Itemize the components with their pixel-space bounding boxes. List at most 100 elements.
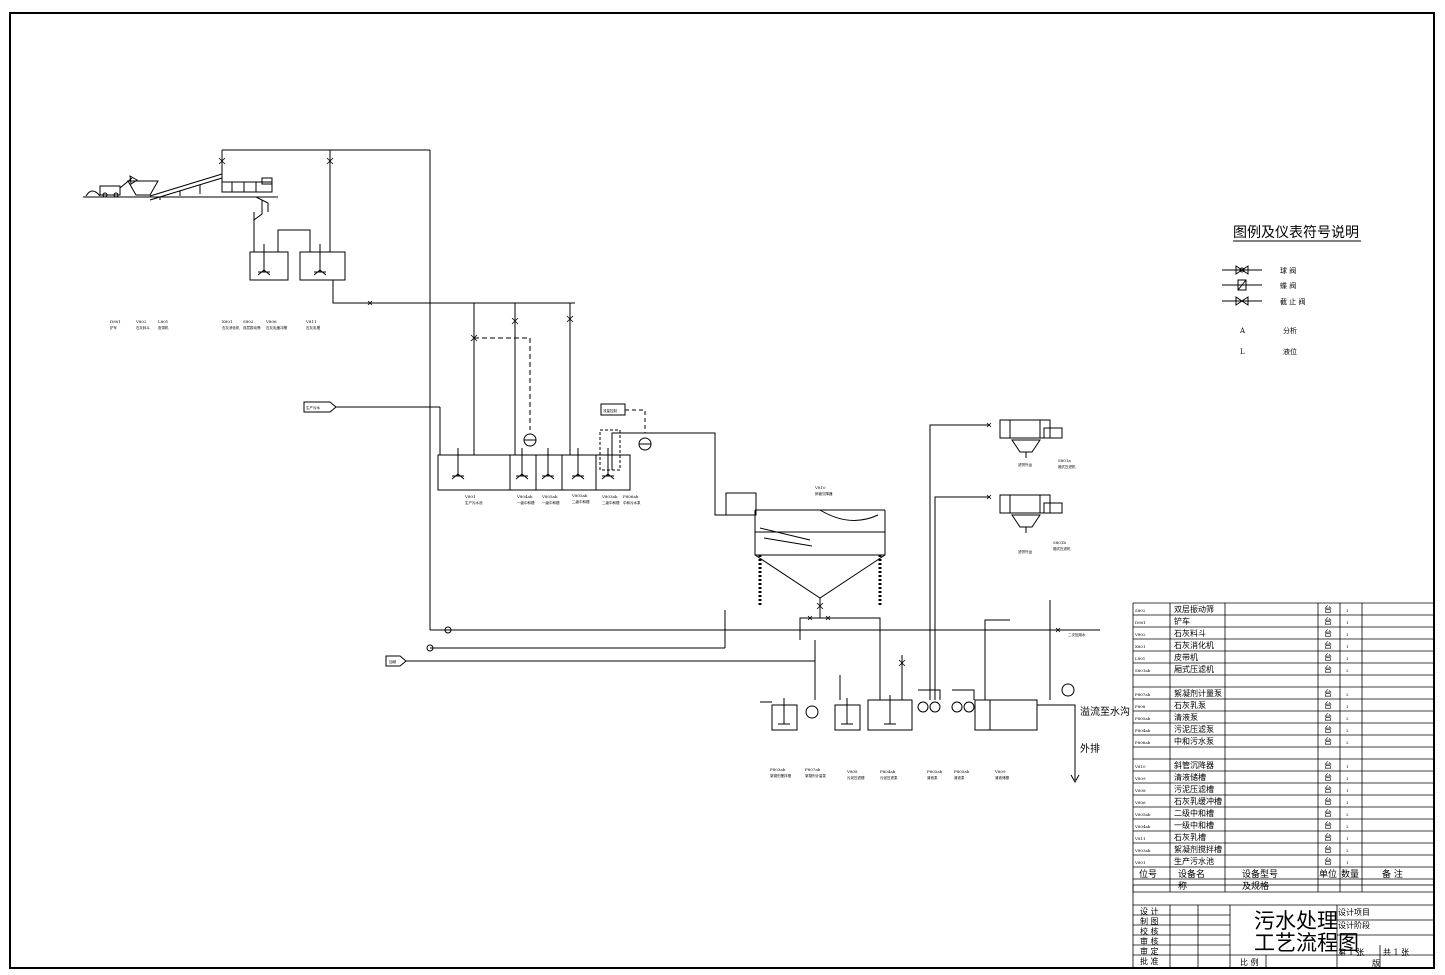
level-gauge	[1061, 683, 1075, 697]
legend-title: 图例及仪表符号说明	[1233, 225, 1359, 241]
table-row-qty: 2	[1346, 740, 1349, 745]
globe-valve-icon	[1222, 296, 1262, 306]
table-row-unit: 台	[1324, 628, 1332, 638]
tag-p805b-name: 清液泵	[954, 775, 965, 780]
tag-l801-name: 皮带机	[158, 325, 169, 330]
table-row-tag: P807ab	[1135, 692, 1151, 697]
table-row-qty: 1	[1346, 800, 1349, 805]
dosing-equipment	[760, 600, 1076, 780]
table-row-name: 絮凝剂计量泵	[1174, 688, 1222, 698]
table-row-qty: 1	[1346, 620, 1349, 625]
drawing-frame	[9, 12, 1435, 969]
sludge-out-2: 滤饼外运	[1018, 549, 1033, 554]
filter-press-1-icon	[999, 419, 1063, 458]
tag-v805b: V805ab	[571, 493, 588, 498]
table-row-tag: V806	[1134, 800, 1146, 805]
tag-l801: L801	[158, 319, 168, 324]
table-header-tag: 位号	[1139, 868, 1157, 880]
lime-milk-tank	[299, 251, 346, 281]
table-row-name: 皮带机	[1174, 652, 1198, 662]
table-row-qty: 2	[1346, 848, 1349, 853]
table-row-name: 双层振动筛	[1174, 604, 1214, 614]
tag-p806: P806ab	[623, 494, 639, 499]
pump-group-icons	[917, 689, 975, 713]
table-header-name: 设备名	[1178, 868, 1205, 880]
role-review: 审 核	[1140, 936, 1159, 946]
tag-v810-name: 斜管沉降器	[815, 491, 833, 496]
tag-v804-name: 一级中和槽	[517, 500, 535, 505]
tag-d801: D801	[110, 319, 121, 324]
legend-label-ball: 球 阀	[1280, 266, 1296, 275]
table-row-tag: D801	[1135, 620, 1146, 625]
table-row-unit: 台	[1324, 784, 1332, 794]
tag-v811: V811	[305, 319, 317, 324]
table-row-unit: 台	[1324, 796, 1332, 806]
tag-s802: S802	[243, 319, 254, 324]
belt-conveyor-icon	[149, 173, 223, 201]
tag-v803: V803ab	[601, 494, 618, 499]
table-row-qty: 2	[1346, 716, 1349, 721]
table-row-tag: X801	[1135, 644, 1145, 649]
vibrating-screen-icon	[253, 196, 269, 221]
agitator-icons	[451, 448, 615, 480]
stage-phase: 设计阶段	[1338, 920, 1370, 930]
table-row-qty: 1	[1346, 788, 1349, 793]
table-row-name: 石灰料斗	[1174, 628, 1206, 638]
table-row-name: 清液储槽	[1174, 772, 1206, 782]
sheet-number: 第 1 张	[1338, 947, 1364, 957]
drawing-title-line2: 工艺流程图	[1254, 931, 1359, 955]
table-row-qty: 2	[1346, 668, 1349, 673]
table-row-tag: V802	[1134, 632, 1146, 637]
legend-label-level: 液位	[1283, 347, 1297, 356]
table-row-name: 生产污水池	[1174, 856, 1214, 866]
table-row-qty: 1	[1346, 704, 1349, 709]
table-row-qty: 2	[1346, 692, 1349, 697]
role-ratify: 批 准	[1140, 956, 1159, 966]
tag-v801-name: 生产污水池	[465, 500, 483, 505]
tag-v805: V805ab	[541, 494, 558, 499]
table-header-name2: 称	[1178, 880, 1187, 892]
table-row-tag: V803ab	[1134, 848, 1151, 853]
table-row-unit: 台	[1324, 688, 1332, 698]
stage-project: 设计项目	[1338, 907, 1370, 917]
neutralization-tank-train	[437, 454, 631, 491]
table-row-tag: V804ab	[1134, 824, 1151, 829]
table-row-name: 石灰乳槽	[1174, 832, 1206, 842]
lime-preparation-unit	[83, 149, 575, 306]
tag-d801-name: 铲车	[110, 325, 117, 330]
drawing-title-line1: 污水处理	[1254, 909, 1338, 933]
table-row-tag: P805ab	[1135, 716, 1151, 721]
table-row-tag: P806ab	[1135, 740, 1151, 745]
tag-v809: V809	[994, 769, 1006, 774]
table-row-unit: 台	[1324, 808, 1332, 818]
legend-symbol-a: A	[1239, 327, 1246, 335]
legend-label-globe: 截 止 阀	[1280, 297, 1305, 306]
table-row-name: 石灰消化机	[1174, 640, 1214, 650]
table-row-name: 石灰乳泵	[1174, 700, 1206, 710]
table-header-remark: 备 注	[1382, 868, 1403, 880]
tag-v806-name: 石灰乳缓冲槽	[266, 325, 287, 330]
table-row-unit: 台	[1324, 856, 1332, 866]
filter-presses	[929, 419, 1063, 700]
tag-v805b-name: 二级中和槽	[572, 499, 590, 504]
tag-p803: P803ab	[770, 767, 786, 772]
table-row-name: 絮凝剂搅拌槽	[1174, 844, 1222, 854]
table-row-tag: V811	[1134, 836, 1146, 841]
tag-p805-name: 清液泵	[927, 775, 938, 780]
overflow-label: 溢流至水沟	[1080, 705, 1130, 718]
table-row-qty: 1	[1346, 608, 1349, 613]
table-row-tag: V808	[1134, 788, 1146, 793]
tag-p806-name: 中和污水泵	[623, 500, 641, 505]
table-row-qty: 1	[1346, 860, 1349, 865]
tag-v811-name: 石灰乳槽	[306, 325, 320, 330]
table-row-tag: S802	[1135, 608, 1146, 613]
table-row-unit: 台	[1324, 772, 1332, 782]
role-approve: 审 定	[1140, 946, 1159, 956]
legend: 图例及仪表符号说明 球 阀 蝶 阀 截 止 阀 A 分析 L 液位	[1222, 225, 1361, 356]
table-row-name: 斜管沉降器	[1174, 760, 1214, 770]
title-block: 设 计 制 图 校 核 审 核 审 定 批 准 设计项目 设计阶段 第 1 张 …	[1132, 884, 1435, 969]
tag-p807-name: 絮凝剂计量泵	[805, 773, 826, 778]
scale-label: 比 例	[1240, 957, 1259, 967]
